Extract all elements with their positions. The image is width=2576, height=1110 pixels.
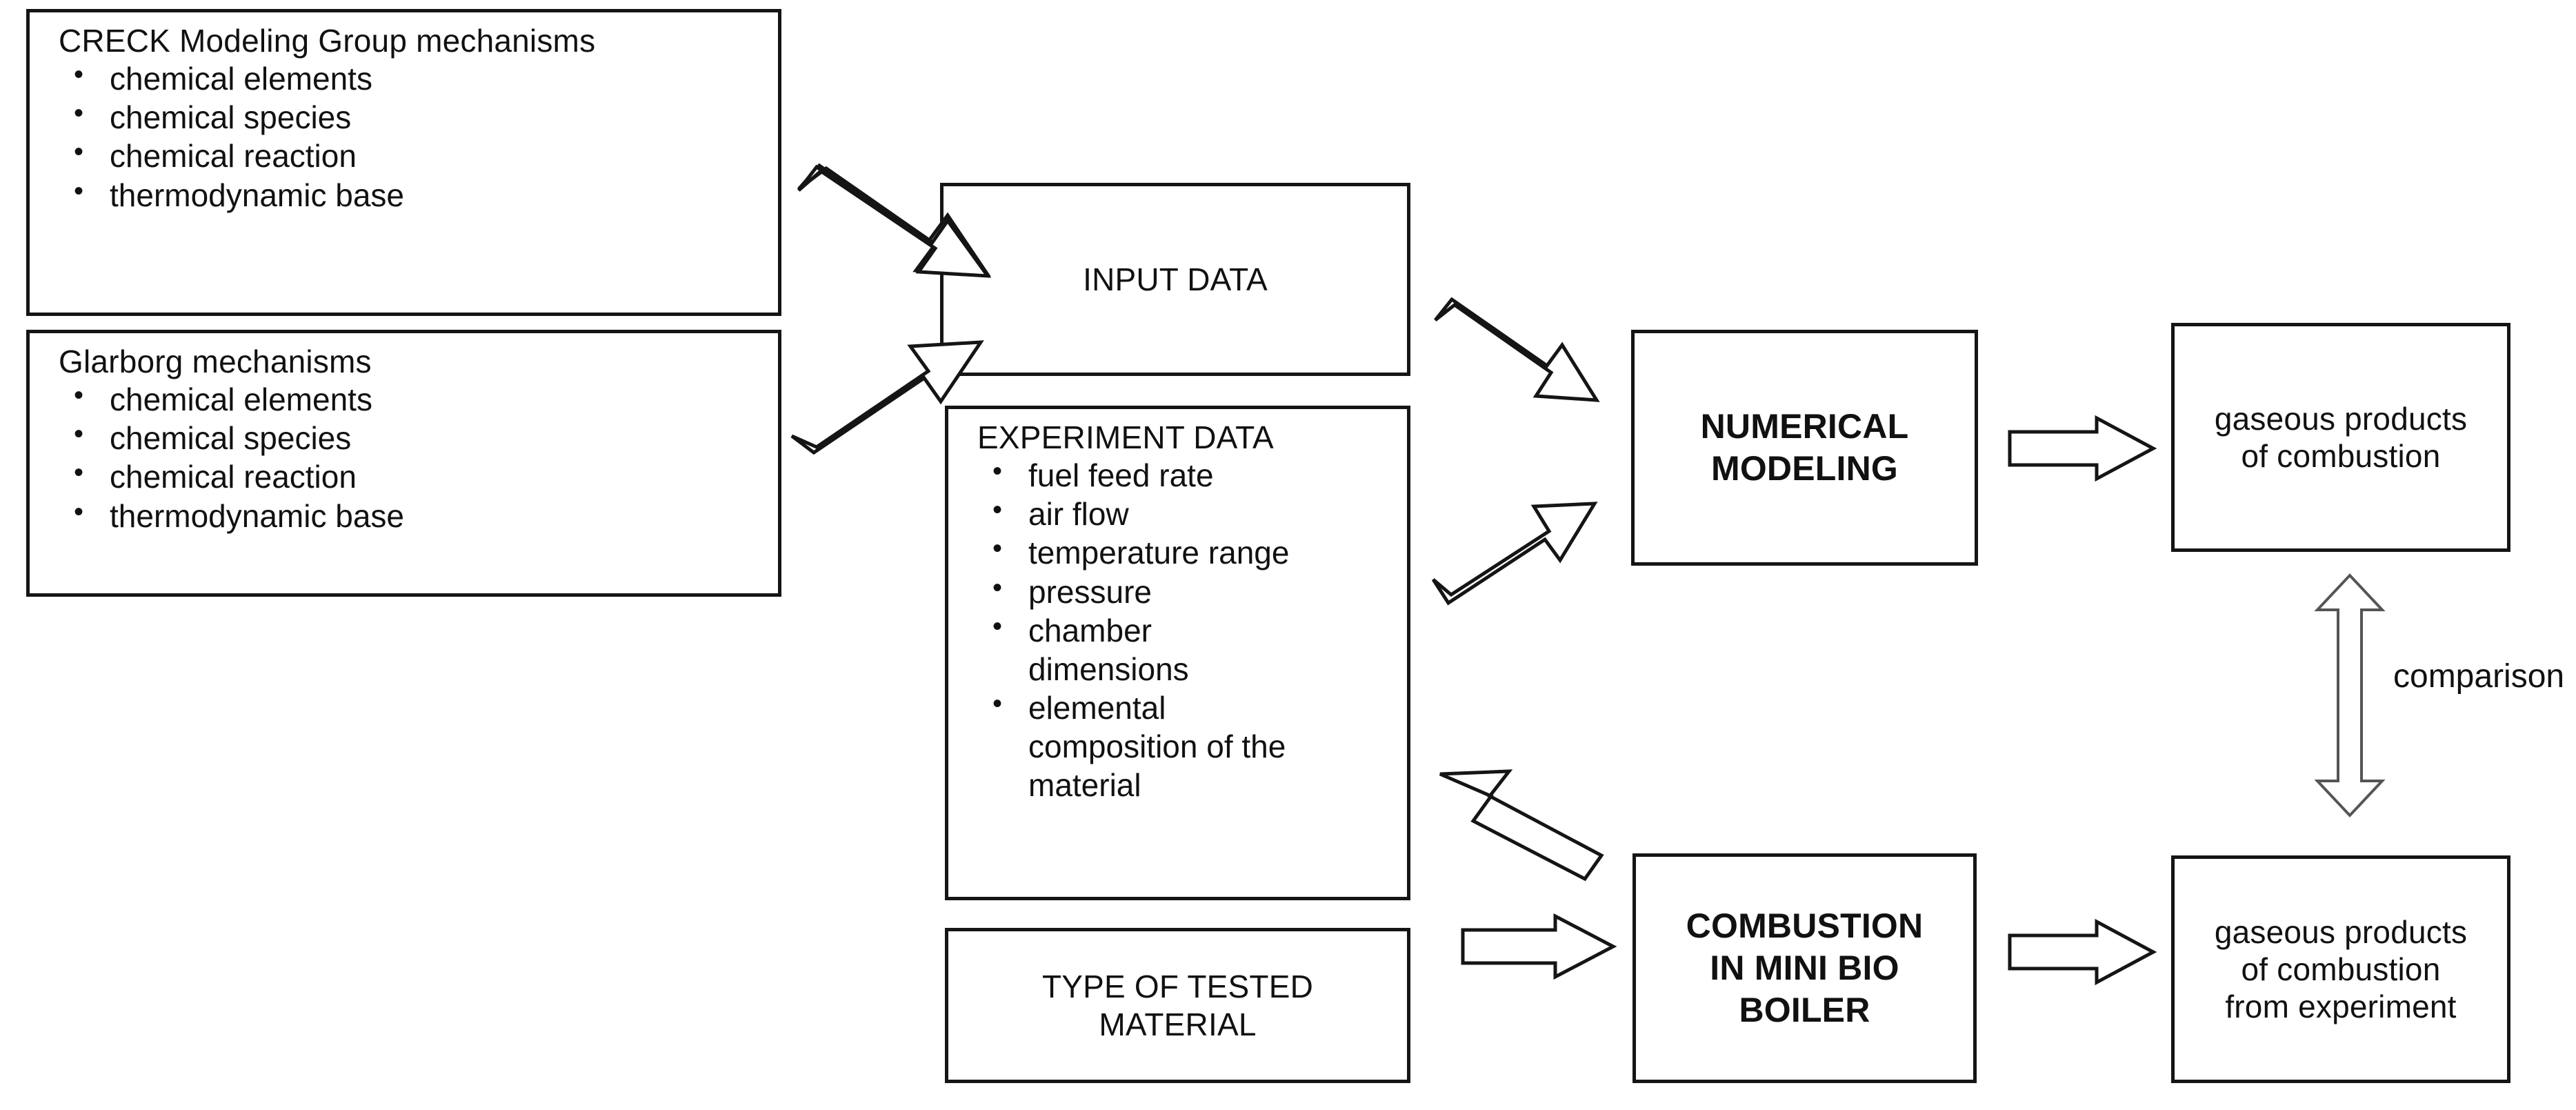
tested-material-heading: TYPE OF TESTED MATERIAL (1041, 969, 1313, 1042)
arrow-input-data-to-numerical-modeling (1434, 297, 1600, 402)
list-item: air flow (977, 493, 1407, 533)
products-model-heading: gaseous products of combustion (2214, 400, 2468, 474)
experiment-data-heading: EXPERIMENT DATA (977, 419, 1274, 455)
box-tested-material: TYPE OF TESTED MATERIAL (945, 928, 1410, 1083)
arrow-creck-to-input-data-shape (797, 164, 992, 278)
box-experiment-data: EXPERIMENT DATA fuel feed rate air flow … (945, 406, 1410, 900)
box-products-of-combustion-model: gaseous products of combustion (2171, 323, 2510, 552)
arrow-glarborg-to-input-data (790, 340, 984, 455)
combustion-boiler-heading: COMBUSTION IN MINI BIO BOILER (1686, 906, 1924, 1029)
arrow-experiment-data-to-numerical-modeling (1431, 502, 1598, 606)
box-combustion-mini-bio-boiler: COMBUSTION IN MINI BIO BOILER (1633, 853, 1977, 1083)
creck-bullet-list: chemical elements chemical species chemi… (59, 58, 778, 215)
box-input-data: INPUT DATA (940, 183, 1410, 376)
list-item: chamber dimensions (977, 610, 1407, 688)
list-item: fuel feed rate (977, 455, 1407, 495)
input-data-heading: INPUT DATA (1083, 261, 1268, 297)
list-item: thermodynamic base (59, 175, 778, 215)
box-creck-mechanisms: CRECK Modeling Group mechanisms chemical… (26, 9, 781, 316)
list-item: chemical elements (59, 58, 778, 98)
arrow-tested-material-to-combustion (1461, 913, 1617, 980)
list-item: pressure (977, 571, 1407, 611)
list-item: chemical reaction (59, 135, 778, 175)
products-experiment-heading: gaseous products of combustion from expe… (2214, 913, 2468, 1025)
arrow-combustion-to-products-experiment (2008, 918, 2157, 986)
box-numerical-modeling: NUMERICAL MODELING (1631, 330, 1978, 566)
creck-heading: CRECK Modeling Group mechanisms (59, 23, 596, 59)
arrow-numerical-modeling-to-products (2008, 415, 2157, 482)
arrow-combustion-to-experiment-data (1439, 769, 1604, 882)
list-item: chemical reaction (59, 456, 778, 496)
list-item: chemical elements (59, 379, 778, 419)
box-products-of-combustion-experiment: gaseous products of combustion from expe… (2171, 855, 2510, 1083)
glarborg-heading: Glarborg mechanisms (59, 344, 372, 379)
list-item: chemical species (59, 417, 778, 457)
list-item: thermodynamic base (59, 495, 778, 535)
list-item: chemical species (59, 97, 778, 137)
arrow-comparison-double (2314, 573, 2386, 817)
box-glarborg-mechanisms: Glarborg mechanisms chemical elements ch… (26, 330, 781, 597)
comparison-label: comparison (2393, 658, 2565, 695)
glarborg-bullet-list: chemical elements chemical species chemi… (59, 379, 778, 535)
list-item: elemental composition of the material (977, 687, 1407, 804)
list-item: temperature range (977, 532, 1407, 572)
numerical-modeling-heading: NUMERICAL MODELING (1700, 407, 1909, 488)
experiment-data-bullet-list: fuel feed rate air flow temperature rang… (977, 455, 1407, 804)
